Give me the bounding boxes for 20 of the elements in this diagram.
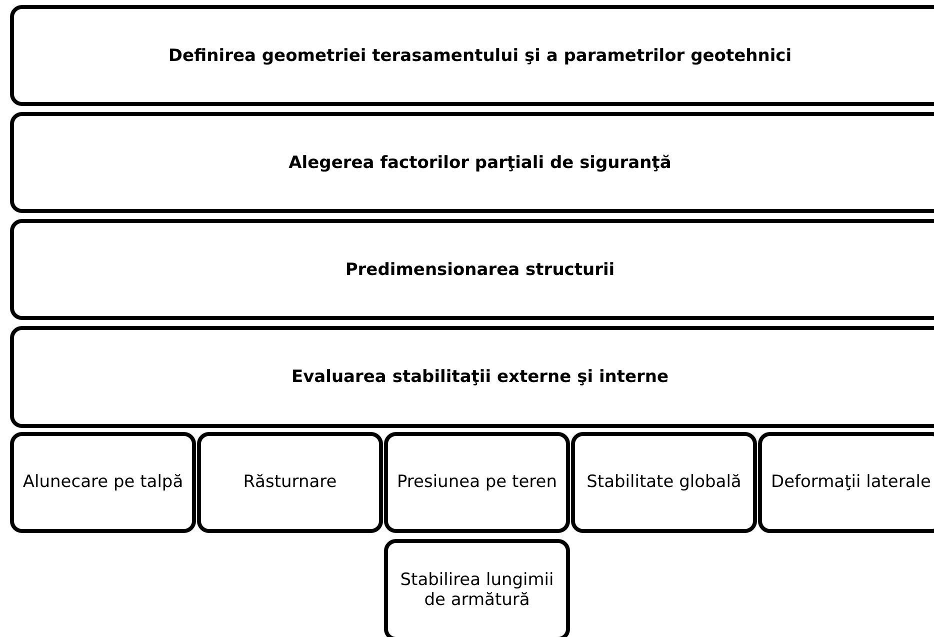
check-label: Deformaţii laterale	[771, 472, 931, 493]
step-label: Alegerea factorilor parţiali de siguranţă	[288, 152, 672, 172]
check-box	[384, 539, 570, 637]
step-box	[10, 112, 934, 213]
step-box	[10, 5, 934, 106]
check-box	[571, 432, 757, 533]
check-box	[758, 432, 934, 533]
check-box	[10, 432, 196, 533]
check-box	[197, 432, 383, 533]
check-label: Stabilirea lungimii de armătură	[399, 570, 555, 610]
check-label: Stabilitate globală	[586, 472, 742, 493]
step-label: Definirea geometriei terasamentului şi a parametrilor geotehnici	[168, 46, 792, 66]
check-box	[384, 432, 570, 533]
step-label: Evaluarea stabilitaţii externe şi interne	[291, 367, 669, 387]
step-box	[10, 326, 934, 428]
step-label: Predimensionarea structurii	[345, 260, 615, 280]
step-box	[10, 219, 934, 320]
check-label: Alunecare pe talpă	[22, 472, 184, 493]
check-label: Răsturnare	[243, 472, 337, 493]
check-label: Presiunea pe teren	[396, 472, 558, 493]
